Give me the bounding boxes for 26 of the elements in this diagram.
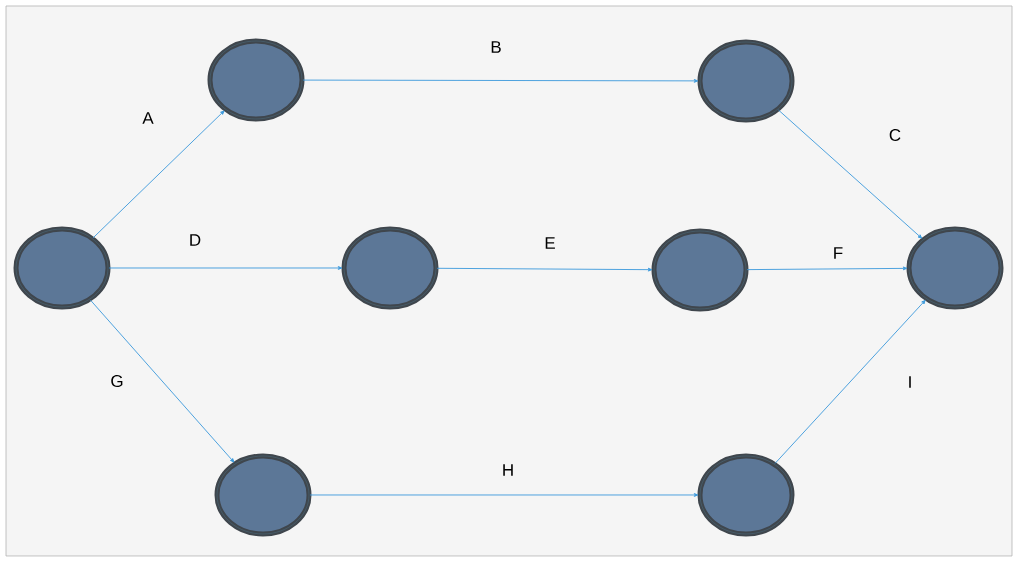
edge-label: B — [491, 41, 501, 53]
edge-label: C — [889, 128, 901, 141]
arrow — [774, 299, 926, 464]
event-circle — [207, 38, 305, 122]
event-circle — [13, 226, 111, 310]
edge-label: G — [111, 374, 123, 387]
event-circle — [341, 226, 439, 310]
arrow — [309, 493, 699, 497]
event-circle — [214, 453, 312, 537]
arrow — [89, 299, 235, 463]
arrow — [778, 109, 923, 239]
edge-label: A — [142, 112, 154, 124]
edge-label: H — [503, 464, 513, 476]
arrow — [302, 78, 699, 83]
arrow — [92, 110, 225, 239]
arrow — [436, 267, 653, 272]
event-circle — [651, 228, 749, 312]
event-circle — [697, 39, 795, 123]
edge-label: D — [190, 234, 201, 246]
edge-label: I — [909, 376, 911, 388]
event-circle — [906, 226, 1004, 310]
edge-label: E — [545, 237, 555, 249]
arrow — [108, 266, 343, 270]
arrow — [746, 266, 908, 271]
event-circle — [697, 453, 795, 537]
edge-label: F — [834, 247, 843, 259]
